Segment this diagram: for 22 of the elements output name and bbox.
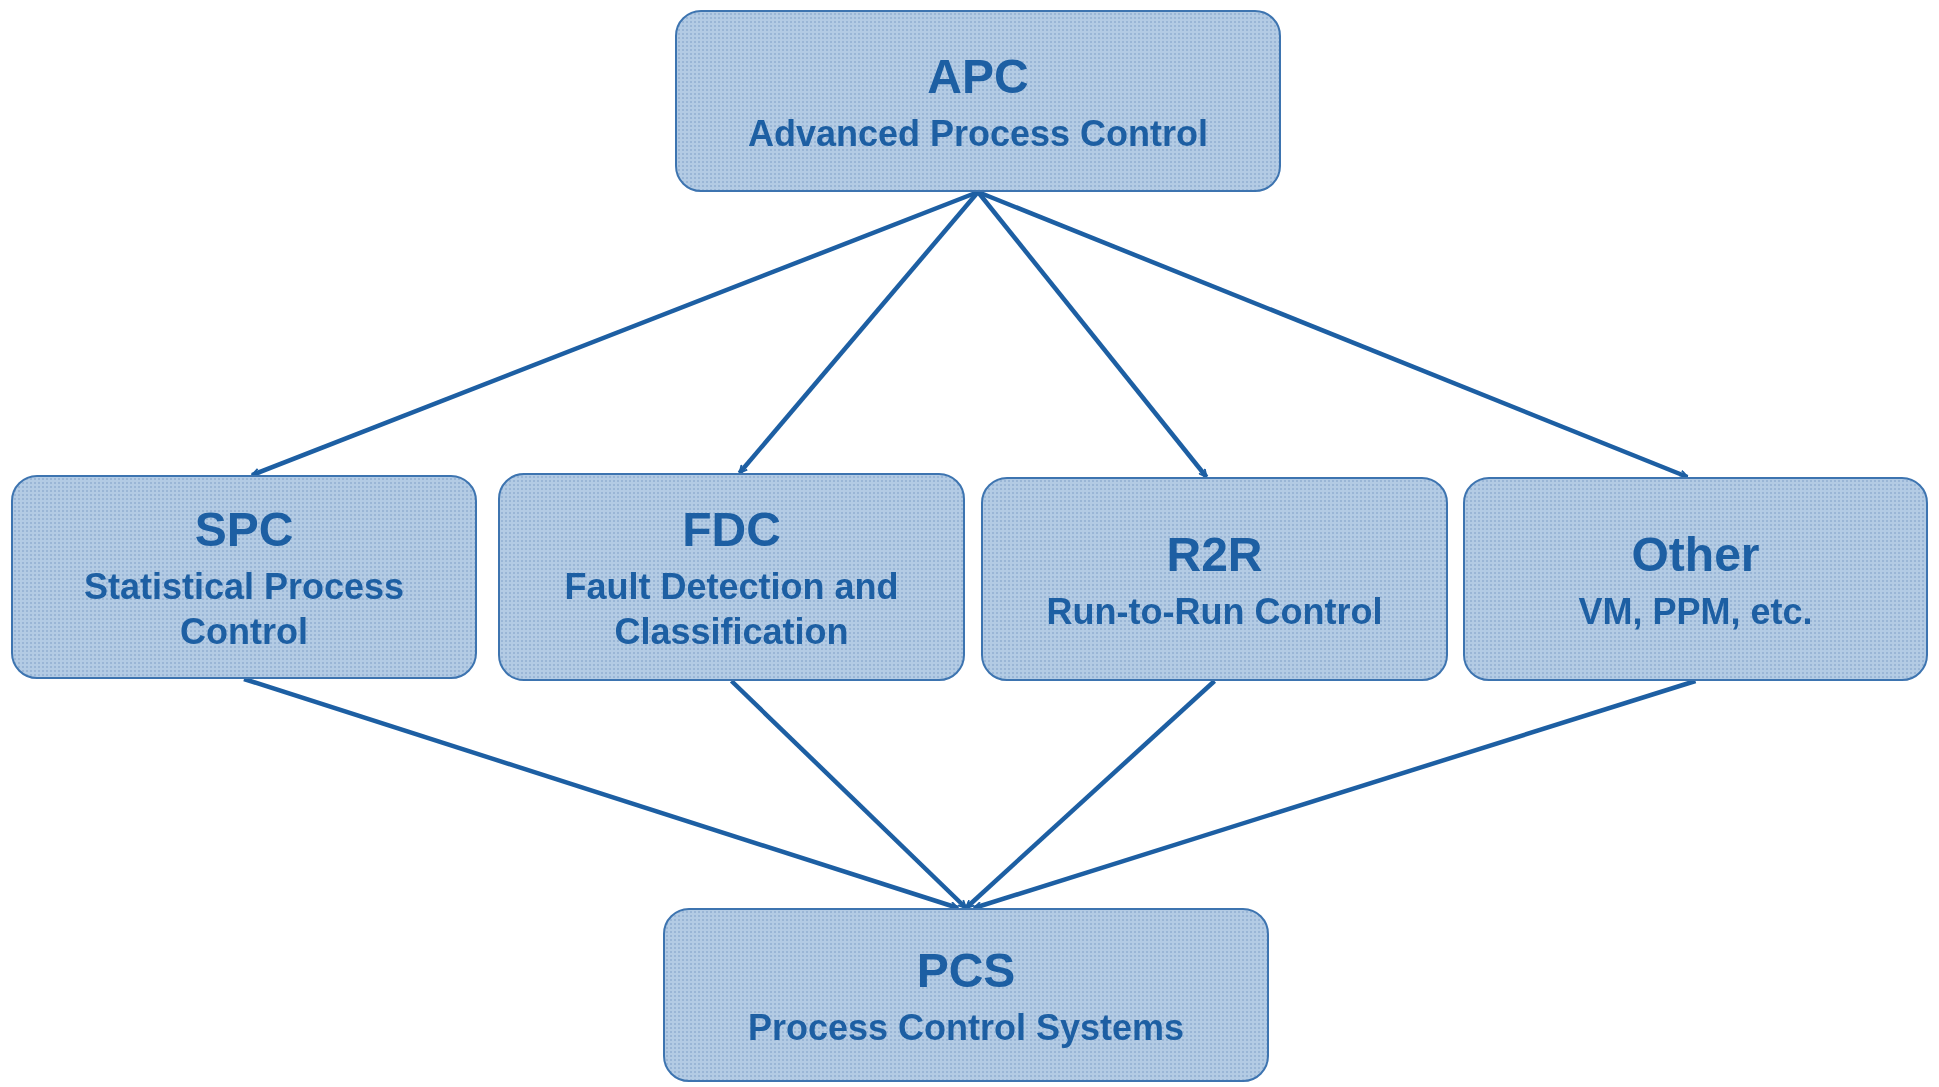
- box-subtitle: Advanced Process Control: [747, 111, 1209, 156]
- arrow: [729, 679, 968, 910]
- box-subtitle: VM, PPM, etc.: [1578, 589, 1813, 634]
- box-title: SPC: [194, 502, 294, 558]
- process-box: [663, 908, 1269, 1082]
- box-subtitle: Fault Detection and Classification: [563, 565, 900, 654]
- box-title: Other: [1631, 526, 1760, 583]
- process-box: [498, 473, 965, 681]
- box-subtitle: Process Control Systems: [747, 1005, 1185, 1050]
- box-title: R2R: [1166, 526, 1263, 583]
- process-box: [981, 477, 1448, 681]
- arrow: [973, 678, 1697, 911]
- box-subtitle: Statistical Process Control: [82, 565, 406, 654]
- process-box: [11, 475, 477, 679]
- box-title: APC: [927, 48, 1029, 105]
- process-box: [1463, 477, 1928, 681]
- box-title: FDC: [682, 502, 781, 558]
- process-box: [675, 10, 1281, 192]
- arrow: [243, 676, 959, 911]
- arrow: [964, 679, 1216, 910]
- box-subtitle: Run-to-Run Control: [1046, 589, 1383, 634]
- box-title: PCS: [916, 942, 1016, 999]
